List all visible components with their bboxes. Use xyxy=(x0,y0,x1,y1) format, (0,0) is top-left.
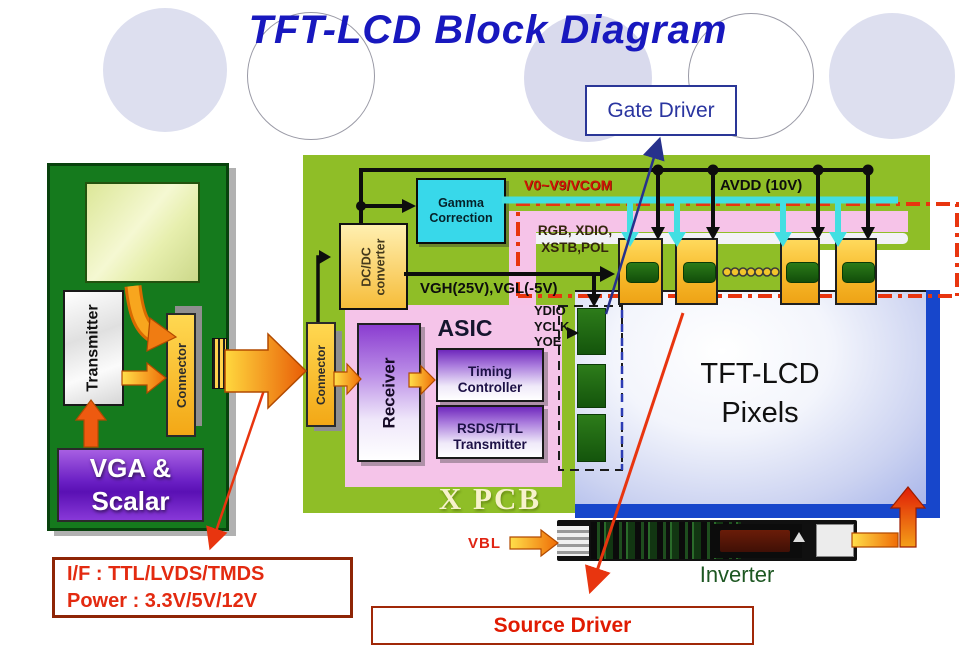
decor-circle xyxy=(247,12,375,140)
timing-controller-label: Timing Controller xyxy=(457,364,523,395)
interface-callout: I/F : TTL/LVDS/TMDS Power : 3.3V/5V/12V xyxy=(52,557,353,618)
xpcb-connector-block: Connector xyxy=(306,322,336,427)
timing-controller-block: Timing Controller xyxy=(436,348,544,402)
source-bus-label: RGB, XDIO, XSTB,POL xyxy=(537,223,613,255)
left-connector-label: Connector xyxy=(173,342,189,408)
chip-slot xyxy=(786,262,819,283)
inverter-connector xyxy=(816,524,854,557)
receiver-block: Receiver xyxy=(357,323,421,462)
source-chip xyxy=(675,238,718,305)
vbl-label: VBL xyxy=(468,535,501,552)
gate-chip xyxy=(577,414,606,462)
source-driver-callout: Source Driver xyxy=(371,606,754,645)
decor-circle xyxy=(103,8,227,132)
xpcb-connector-label: Connector xyxy=(314,344,328,405)
gamma-correction-block: Gamma Correction xyxy=(416,178,506,244)
receiver-label: Receiver xyxy=(379,357,399,428)
gate-driver-callout: Gate Driver xyxy=(585,85,737,136)
chip-slot xyxy=(626,262,659,283)
transmitter-block: Transmitter xyxy=(63,290,124,406)
inverter-label: Inverter xyxy=(699,562,775,587)
dcdc-converter-label: DC/DC converter xyxy=(359,238,388,295)
interface-info-label: I/F : TTL/LVDS/TMDS Power : 3.3V/5V/12V xyxy=(67,562,265,612)
transformer-core xyxy=(720,530,790,552)
xpcb-label: X PCB xyxy=(438,481,542,516)
decor-circle xyxy=(688,13,814,139)
edge-connector-tab xyxy=(212,338,227,389)
rsds-ttl-transmitter-block: RSDS/TTL Transmitter xyxy=(436,405,544,459)
rsds-ttl-transmitter-label: RSDS/TTL Transmitter xyxy=(453,421,527,452)
transmitter-label: Transmitter xyxy=(84,304,102,392)
chip-slot xyxy=(842,262,875,283)
source-chip xyxy=(780,238,820,305)
gate-chip xyxy=(577,308,606,355)
board-to-xpcb-arrow xyxy=(224,332,308,410)
gamma-bus-label: V0~V9/VCOM xyxy=(524,177,613,193)
gate-chip xyxy=(577,364,606,408)
dcdc-converter-block: DC/DC converter xyxy=(339,223,408,310)
vga-scalar-label: VGA & Scalar xyxy=(89,453,172,516)
gate-driver-label: Gate Driver xyxy=(607,98,715,122)
transformer xyxy=(710,524,802,558)
avdd-label: AVDD (10V) xyxy=(720,177,803,194)
panel-label: TFT-LCD Pixels xyxy=(700,358,820,429)
inverter-output-pin xyxy=(854,534,864,547)
inverter-photo xyxy=(557,520,864,561)
asic-label: ASIC xyxy=(437,315,493,341)
gate-bus-label: YDIO YCLK YOE xyxy=(534,303,570,349)
heatsink xyxy=(557,526,589,556)
chip-slot xyxy=(683,262,716,283)
decor-circle xyxy=(829,13,955,139)
source-chip xyxy=(835,238,877,305)
vbl-arrow xyxy=(509,528,559,558)
left-connector-block: Connector xyxy=(166,313,196,437)
warning-triangle-icon xyxy=(793,532,805,542)
source-driver-label: Source Driver xyxy=(493,613,632,637)
vgh-vgl-label: VGH(25V),VGL(-5V) xyxy=(420,280,558,297)
vga-scalar-block: VGA & Scalar xyxy=(57,448,204,522)
page-title: TFT-LCD Block Diagram xyxy=(248,8,728,52)
lcd-preview-screen xyxy=(85,182,200,283)
gamma-correction-label: Gamma Correction xyxy=(429,196,493,225)
